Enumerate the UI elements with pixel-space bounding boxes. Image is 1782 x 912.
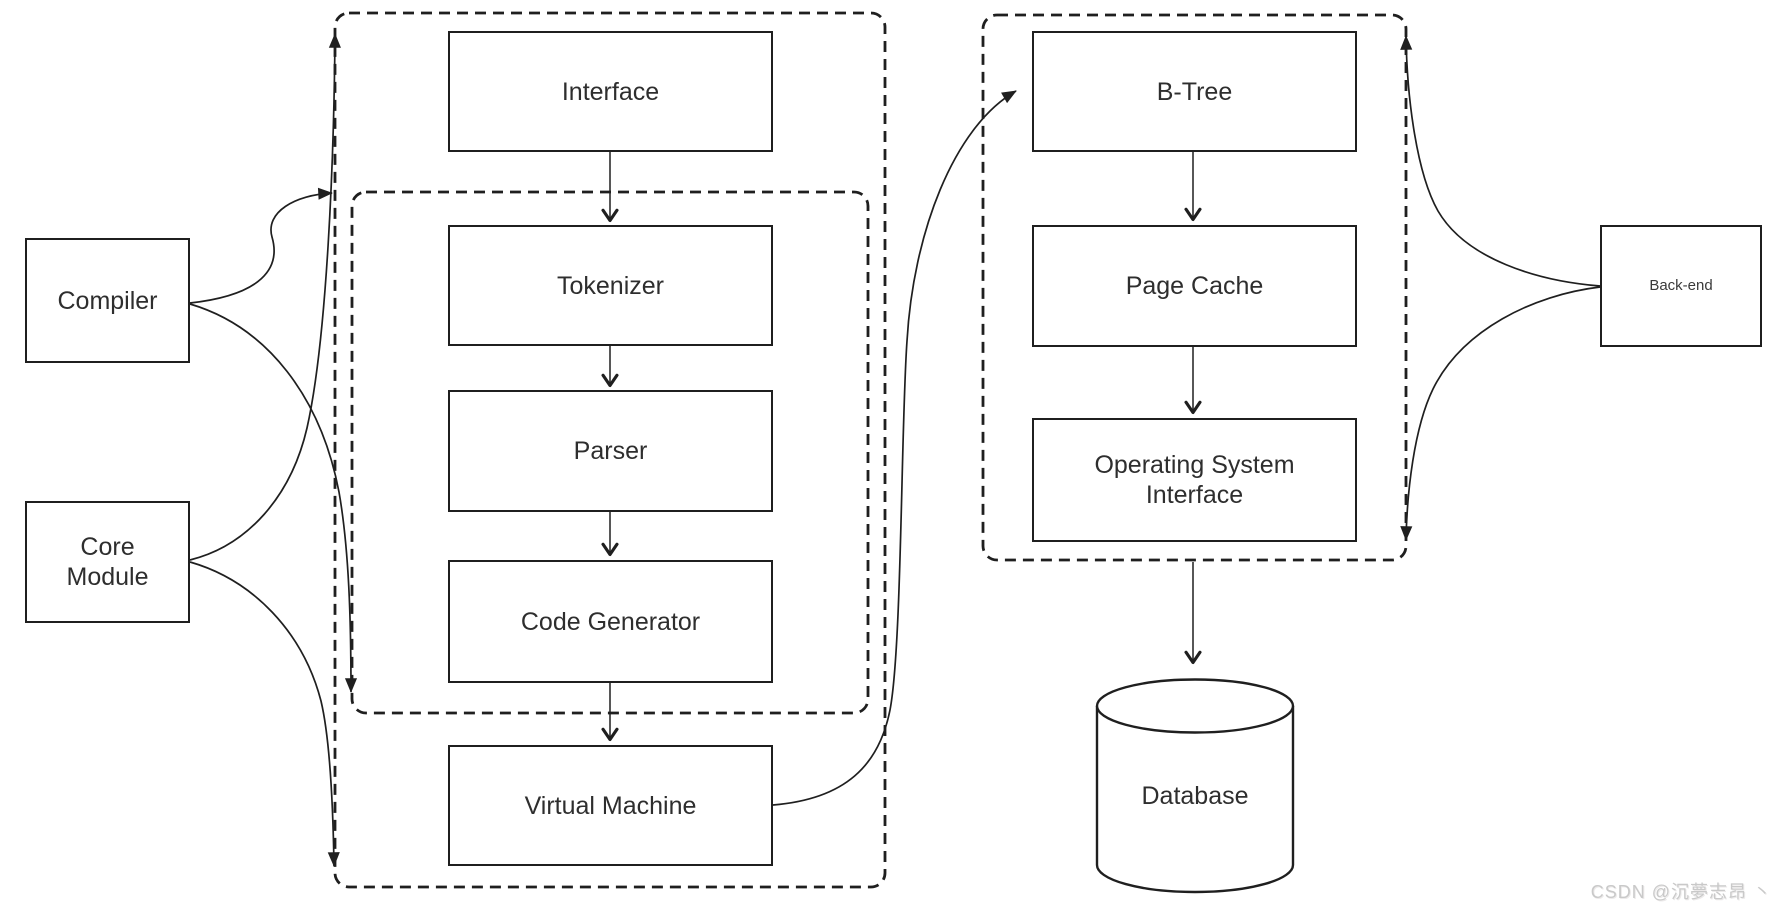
- node-code-generator: Code Generator: [448, 560, 773, 683]
- node-database-label: Database: [1141, 782, 1249, 810]
- arrow-coremodule-to-outer-group-top: [189, 33, 341, 561]
- node-btree: B-Tree: [1032, 31, 1357, 152]
- node-tokenizer: Tokenizer: [448, 225, 773, 346]
- arrow-compiler-to-inner-group-bottom: [189, 303, 358, 693]
- csdn-watermark: CSDN @沉夢志昂 丶: [1590, 882, 1772, 902]
- arrow-compiler-to-inner-group-top: [189, 187, 333, 304]
- node-virtual-machine-label: Virtual Machine: [524, 791, 697, 820]
- node-compiler: Compiler: [25, 238, 190, 363]
- right-dashed-group: [981, 13, 1408, 562]
- node-btree-label: B-Tree: [1156, 77, 1233, 106]
- node-interface: Interface: [448, 31, 773, 152]
- arrow-backend-to-right-group-top: [1400, 35, 1601, 287]
- node-virtual-machine: Virtual Machine: [448, 745, 773, 866]
- node-parser: Parser: [448, 390, 773, 512]
- node-page-cache-label: Page Cache: [1125, 272, 1264, 300]
- node-compiler-label: Compiler: [57, 286, 158, 315]
- outer-dashed-group: [333, 11, 887, 889]
- node-backend-label: Back-end: [1649, 277, 1713, 294]
- database-cylinder: [1095, 678, 1295, 894]
- node-os-interface: Operating System Interface: [1032, 418, 1357, 542]
- node-tokenizer-label: Tokenizer: [557, 271, 664, 300]
- arrow-virtualmachine-to-btree: [772, 90, 1017, 806]
- node-backend: Back-end: [1600, 225, 1762, 347]
- node-os-interface-label: Operating System Interface: [1094, 451, 1295, 509]
- node-code-generator-label: Code Generator: [520, 607, 701, 636]
- node-interface-label: Interface: [561, 77, 660, 106]
- node-page-cache: Page Cache: [1032, 225, 1357, 347]
- node-parser-label: Parser: [573, 437, 648, 465]
- arrow-backend-to-right-group-bottom: [1400, 286, 1601, 541]
- node-core-module-label: Core Module: [66, 533, 149, 591]
- arrow-coremodule-to-outer-group-bottom: [189, 561, 340, 867]
- node-core-module: Core Module: [25, 501, 190, 623]
